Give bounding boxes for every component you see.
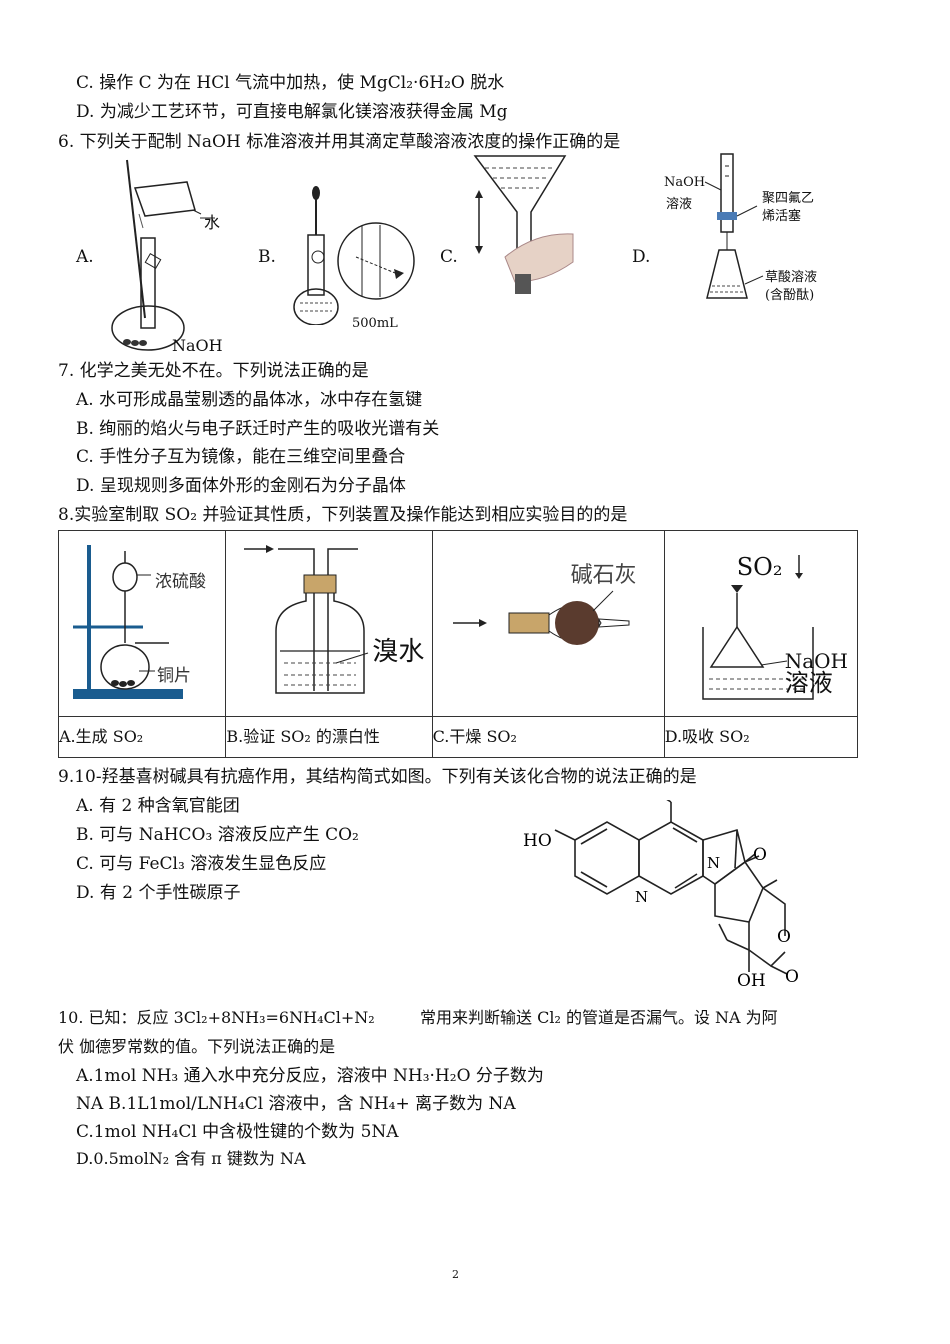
q8-fig-a-copper-label: 铜片 — [157, 666, 191, 686]
q9-stem: 9.10-羟基喜树碱具有抗癌作用，其结构简式如图。下列有关该化合物的说法正确的是 — [58, 767, 697, 787]
q8-cell-c: 碱石灰 — [431, 530, 665, 717]
q10-stem-line-2: 伏 伽德罗常数的值。下列说法正确的是 — [58, 1037, 336, 1056]
q5-option-c: C. 操作 C 为在 HCl 气流中加热，使 MgCl₂·6H₂O 脱水 — [76, 73, 505, 93]
q8-caption-d: D.吸收 SO₂ — [663, 716, 859, 758]
q8-fig-a-acid-label: 浓硫酸 — [155, 572, 206, 592]
q6-fig-d-ptfe-label-2: 烯活塞 — [762, 209, 802, 224]
q8-figure-b-bromine-bottle — [244, 545, 369, 694]
q7-option-c: C. 手性分子互为镜像，能在三维空间里叠合 — [76, 447, 406, 467]
q6-fig-d-oxalic-label-2: (含酚酞) — [765, 288, 815, 303]
q9-o-label-3: O — [785, 967, 799, 987]
q9-option-a: A. 有 2 种含氧官能团 — [76, 796, 240, 816]
q10-option-b: NA B.1L1mol/LNH₄Cl 溶液中，含 NH₄+ 离子数为 NA — [76, 1094, 516, 1114]
q9-n-label-2: N — [707, 854, 720, 872]
q6-fig-b-volume-label: 500mL — [352, 316, 398, 331]
q8-caption-b: B.验证 SO₂ 的漂白性 — [225, 716, 433, 758]
q8-caption-c: C.干燥 SO₂ — [431, 716, 665, 758]
q9-option-d: D. 有 2 个手性碳原子 — [76, 883, 241, 903]
q7-stem: 7. 化学之美无处不在。下列说法正确的是 — [58, 361, 369, 381]
q8-cell-d: SO₂ NaOH 溶液 — [663, 530, 859, 717]
q7-option-b: B. 绚丽的焰火与电子跃迁时产生的吸收光谱有关 — [76, 419, 440, 439]
q6-figure-a-flask — [111, 159, 215, 351]
q6-fig-a-water-label: 水 — [204, 213, 221, 232]
q9-ho-label: HO — [523, 831, 552, 851]
q6-stem: 6. 下列关于配制 NaOH 标准溶液并用其滴定草酸溶液浓度的操作正确的是 — [58, 132, 621, 152]
q6-option-b: B. — [258, 247, 276, 267]
q6-figure-b-volumetric-flask — [293, 186, 415, 325]
q8-fig-c-soda-lime-label: 碱石灰 — [570, 563, 637, 588]
q6-option-c: C. — [440, 247, 458, 267]
q9-o-label-2: O — [777, 927, 791, 947]
q8-fig-d-naoh-label: NaOH — [784, 649, 848, 673]
q9-option-b: B. 可与 NaHCO₃ 溶液反应产生 CO₂ — [76, 825, 359, 845]
q8-figure-c-drying-tube — [452, 590, 630, 645]
q9-n-label-1: N — [635, 888, 648, 906]
q9-option-c: C. 可与 FeCl₃ 溶液发生显色反应 — [76, 854, 327, 874]
q5-option-d: D. 为减少工艺环节，可直接电解氯化镁溶液获得金属 Mg — [76, 102, 508, 122]
q6-fig-d-ptfe-label-1: 聚四氟乙 — [762, 191, 815, 206]
q10-option-a: A.1mol NH₃ 通入水中充分反应，溶液中 NH₃·H₂O 分子数为 — [76, 1066, 544, 1086]
q10-option-c: C.1mol NH₄Cl 中含极性键的个数为 5NA — [76, 1122, 399, 1142]
q9-structure-diagram: HO N N O O O OH — [523, 800, 799, 990]
q8-stem: 8.实验室制取 SO₂ 并验证其性质，下列装置及操作能达到相应实验目的的是 — [58, 505, 628, 525]
page-number: 2 — [452, 1268, 459, 1281]
q6-figure-d-titration — [704, 153, 764, 299]
q7-option-d: D. 呈现规则多面体外形的金刚石为分子晶体 — [76, 476, 406, 496]
q8-fig-d-solution-label: 溶液 — [784, 669, 833, 697]
q10-option-d: D.0.5molN₂ 含有 π 键数为 NA — [76, 1149, 306, 1168]
q10-stem-part-1: 10. 已知：反应 3Cl₂+8NH₃=6NH₄Cl+N₂ — [58, 1008, 375, 1027]
q6-figure-c-separatory-funnel — [473, 155, 574, 294]
q6-fig-d-oxalic-label-1: 草酸溶液 — [765, 270, 818, 285]
q8-caption-a: A.生成 SO₂ — [57, 716, 227, 758]
q8-fig-b-bromine-label: 溴水 — [372, 637, 425, 667]
q6-fig-d-naoh-label: NaOH — [664, 175, 706, 190]
q9-o-label-1: O — [753, 845, 767, 865]
q6-option-d: D. — [632, 247, 651, 267]
q8-cell-a: 浓硫酸 铜片 — [57, 530, 227, 717]
q9-oh-label: OH — [737, 971, 766, 990]
q10-stem-part-2: 常用来判断输送 Cl₂ 的管道是否漏气。设 NA 为阿 — [420, 1008, 778, 1027]
q6-option-a: A. — [76, 247, 94, 267]
q8-fig-d-so2-label: SO₂ — [736, 553, 783, 581]
q6-fig-d-solution-label: 溶液 — [666, 197, 693, 212]
q7-option-a: A. 水可形成晶莹剔透的晶体冰，冰中存在氢键 — [76, 390, 423, 410]
q8-apparatus-table: 浓硫酸 铜片 溴水 — [57, 530, 859, 758]
q8-cell-b: 溴水 — [225, 530, 433, 717]
q6-fig-a-naoh-label: NaOH — [172, 336, 223, 355]
q8-figure-d-beaker — [701, 555, 814, 700]
q8-figure-a-generator — [73, 545, 183, 699]
